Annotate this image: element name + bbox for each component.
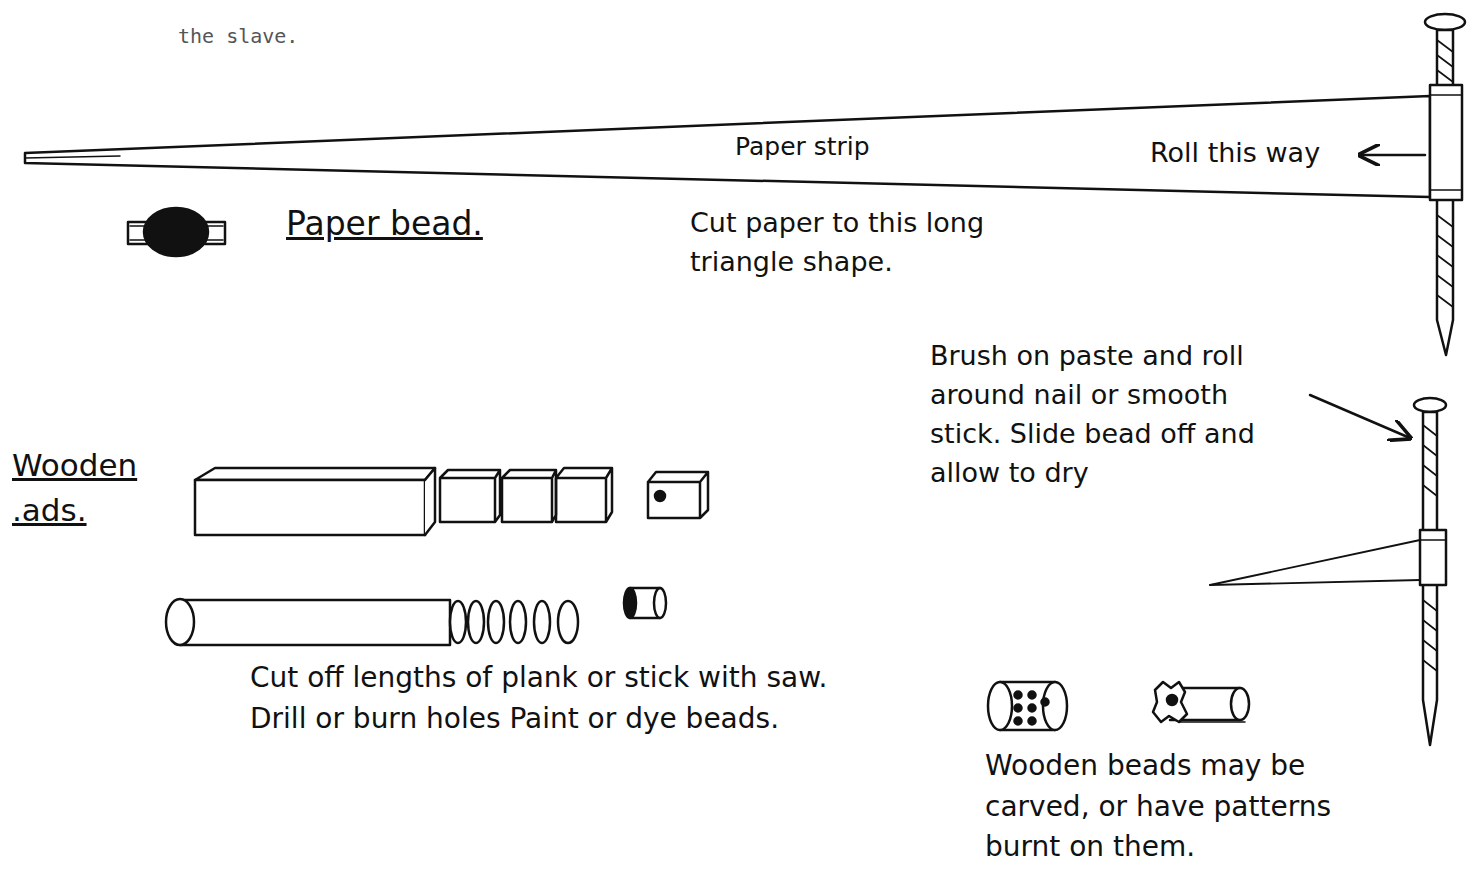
instruction-note: Wooden beads may be carved, or have patt…	[985, 746, 1415, 868]
wooden-plank	[195, 468, 708, 535]
instruction-note: Cut paper to this long triangle shape.	[690, 203, 1035, 281]
carved-beads	[988, 682, 1249, 730]
instruction-note: Cut off lengths of plank or stick with s…	[250, 658, 830, 739]
label-text: Cut paper to this long triangle shape.	[690, 207, 984, 277]
label-text: Paper bead.	[286, 204, 483, 243]
paper-strip	[25, 96, 1430, 197]
nail	[1425, 14, 1465, 355]
instruction-note: Brush on paste and roll around nail or s…	[930, 336, 1302, 493]
cut-off-text: the slave.	[178, 22, 378, 51]
label-text: Paper strip	[735, 132, 870, 161]
heading-label: Paper bead.	[286, 200, 526, 248]
heading-label: Wooden .ads.	[12, 443, 162, 533]
paper-bead	[128, 208, 225, 256]
wooden-stick	[166, 588, 666, 645]
roll-arrow	[1360, 154, 1425, 157]
label-text: Roll this way	[1150, 137, 1320, 168]
label-text: Wooden .ads.	[12, 447, 137, 528]
label-text: Brush on paste and roll around nail or s…	[930, 340, 1255, 488]
instruction-label: Roll this way	[1150, 133, 1355, 172]
label-text: the slave.	[178, 24, 298, 48]
strip-tip	[25, 156, 120, 158]
part-label: Paper strip	[735, 129, 955, 165]
label-text: Cut off lengths of plank or stick with s…	[250, 661, 827, 735]
label-text: Wooden beads may be carved, or have patt…	[985, 749, 1331, 863]
